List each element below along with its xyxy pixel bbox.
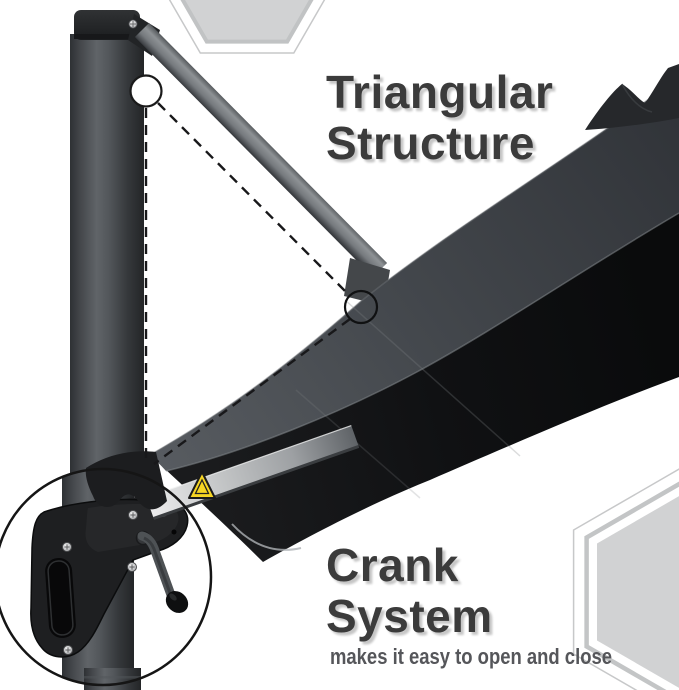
feature-title-line: Triangular — [326, 66, 554, 118]
canopy-seam-line — [165, 212, 679, 472]
crank-handle — [135, 530, 189, 613]
triangle-edge-hypotenuse — [153, 318, 351, 465]
annotation-circle-ridge — [343, 289, 379, 325]
canopy-top-panel — [150, 77, 679, 471]
feature-caption: makes it easy to open and close — [330, 644, 612, 669]
feature-title-line: Crank — [326, 539, 459, 591]
hexagon-decoration-right — [572, 468, 679, 690]
structure-triangle-annotation — [144, 102, 351, 465]
canopy-rib-line — [344, 299, 521, 457]
feature-title-triangular-structure: Triangular Structure — [326, 67, 553, 169]
feature-title-crank-system: Crank System — [326, 540, 493, 642]
canopy-rib-line — [295, 389, 421, 499]
canopy-ridge-line — [149, 76, 679, 456]
umbrella-canopy — [149, 64, 679, 562]
vent-flap-fold — [621, 83, 653, 113]
pole-top-cap — [74, 10, 140, 40]
feature-title-line: Structure — [326, 117, 535, 169]
canopy-tip-flap — [85, 451, 167, 510]
handle-grip-slot — [45, 557, 76, 638]
feature-title-line: System — [326, 590, 493, 642]
arm-shadow-edge — [153, 444, 360, 520]
hexagon-decoration-top — [168, 0, 326, 54]
cantilever-arm — [146, 425, 360, 520]
canopy-hem-highlight — [231, 523, 302, 551]
warning-label-icon — [188, 471, 216, 499]
triangle-edge-diagonal — [157, 102, 350, 296]
pole-base — [84, 668, 141, 690]
canopy-vent-flap — [585, 64, 679, 130]
annotation-circle-top — [129, 74, 163, 108]
callout-circle-outline — [0, 467, 213, 687]
